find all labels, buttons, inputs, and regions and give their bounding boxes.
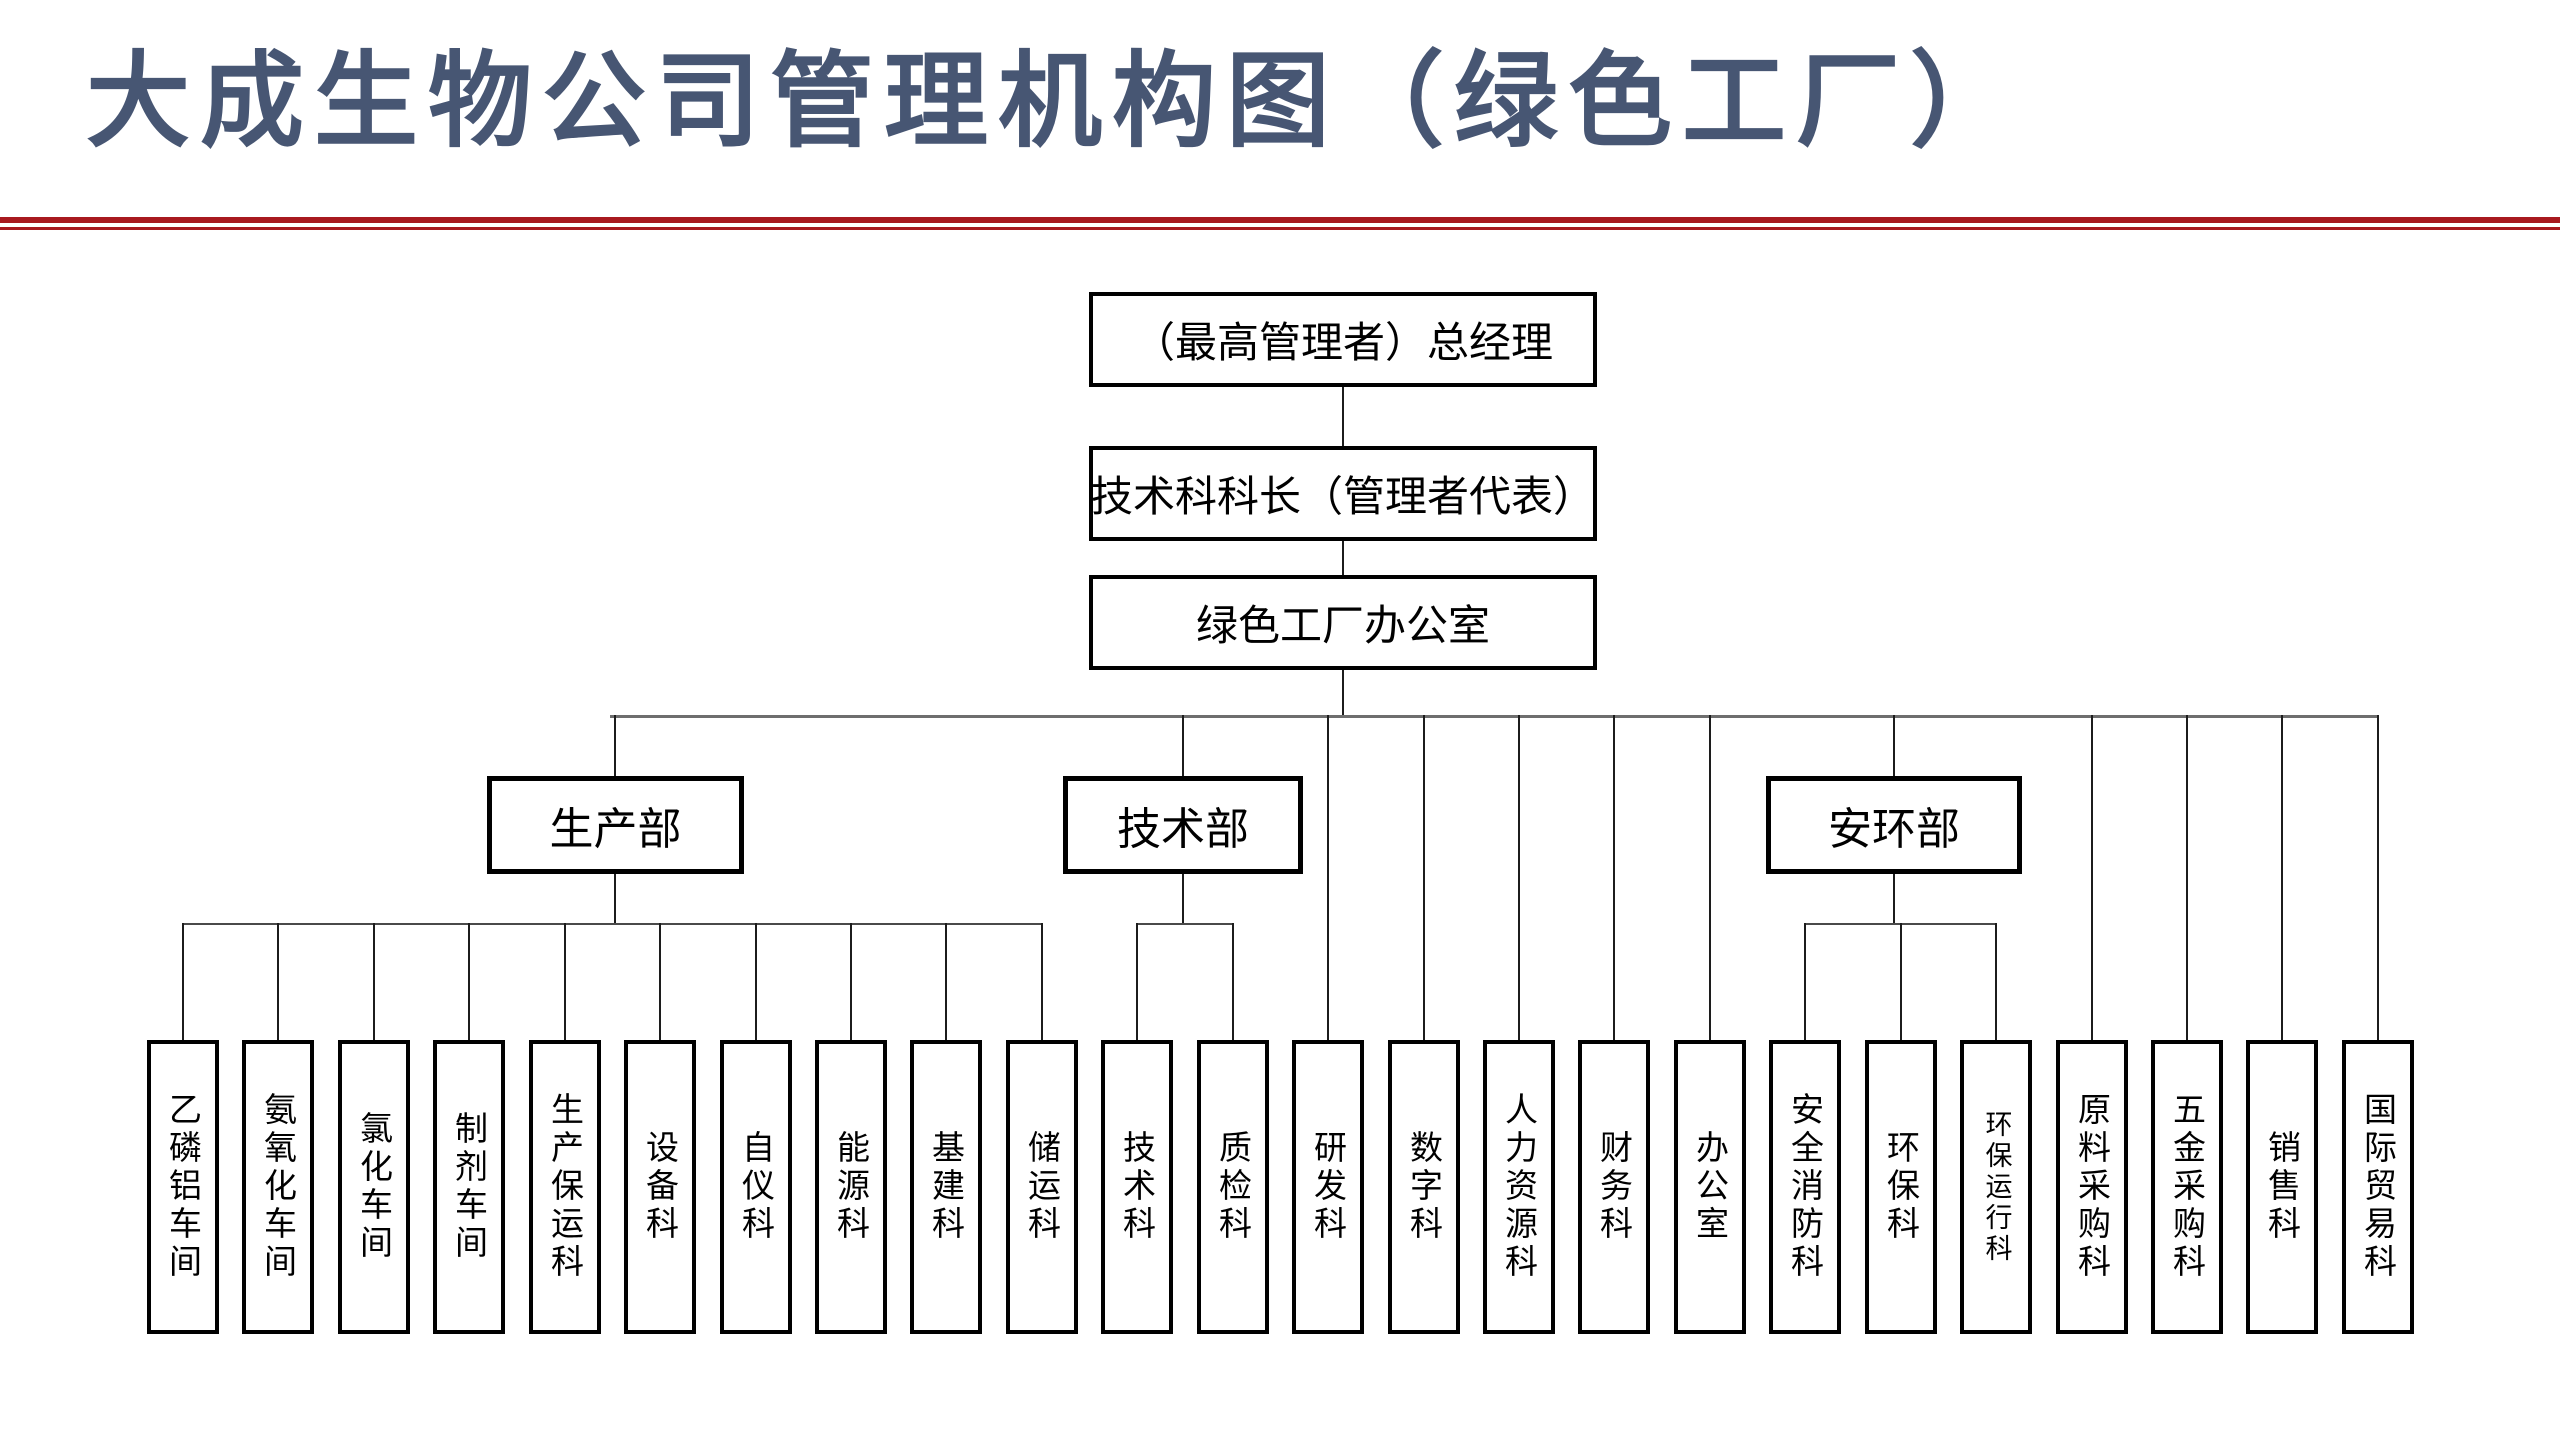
unit-label: 国际贸易科	[2359, 1092, 2397, 1282]
unit-box: 环保科	[1865, 1040, 1937, 1334]
unit-box: 国际贸易科	[2342, 1040, 2414, 1334]
connector-chain-2	[1342, 541, 1344, 575]
unit-label: 制剂车间	[450, 1111, 488, 1263]
unit-label: 生产保运科	[546, 1092, 584, 1282]
connector-unit-drop-long	[2281, 715, 2283, 1040]
connector-unit-drop	[1232, 923, 1234, 1040]
dept-production-label: 生产部	[549, 805, 682, 854]
unit-label: 研发科	[1309, 1130, 1347, 1244]
connector-unit-drop	[182, 923, 184, 1040]
unit-box: 数字科	[1388, 1040, 1460, 1334]
unit-label: 基建科	[927, 1130, 965, 1244]
unit-box: 人力资源科	[1483, 1040, 1555, 1334]
red-divider-thick	[0, 217, 2560, 223]
connector-unit-drop	[850, 923, 852, 1040]
unit-box: 基建科	[910, 1040, 982, 1334]
connector-safety-env-down	[1893, 874, 1895, 923]
unit-label: 财务科	[1595, 1130, 1633, 1244]
unit-label: 原料采购科	[2073, 1092, 2111, 1282]
unit-box: 原料采购科	[2056, 1040, 2128, 1334]
unit-label: 环保运行科	[1981, 1109, 2012, 1265]
connector-production-rail	[183, 923, 1043, 925]
connector-unit-drop	[755, 923, 757, 1040]
unit-label: 人力资源科	[1500, 1092, 1538, 1282]
connector-unit-drop-long	[1423, 715, 1425, 1040]
dept-technology-label: 技术部	[1117, 805, 1249, 854]
dept-safety-env-label: 安环部	[1828, 805, 1960, 854]
dept-box-technology: 技术部	[1063, 776, 1303, 874]
unit-box: 技术科	[1101, 1040, 1173, 1334]
connector-unit-drop	[277, 923, 279, 1040]
unit-label: 乙磷铝车间	[164, 1092, 202, 1282]
unit-label: 安全消防科	[1786, 1092, 1824, 1282]
connector-unit-drop-long	[2091, 715, 2093, 1040]
box-green-factory-office-label: 绿色工厂办公室	[1195, 602, 1490, 649]
connector-unit-drop-long	[2377, 715, 2379, 1040]
red-divider-thin	[0, 227, 2560, 230]
unit-box: 能源科	[815, 1040, 887, 1334]
connector-unit-drop-long	[1518, 715, 1520, 1040]
connector-unit-drop	[373, 923, 375, 1040]
unit-label: 销售科	[2263, 1130, 2301, 1244]
unit-label: 自仪科	[737, 1130, 775, 1244]
page-title: 大成生物公司管理机构图（绿色工厂）	[86, 45, 2025, 160]
connector-unit-drop-long	[2186, 715, 2188, 1040]
unit-label: 氨氧化车间	[259, 1092, 297, 1282]
connector-main-rail	[610, 715, 2379, 718]
unit-label: 环保科	[1882, 1130, 1920, 1244]
connector-technology-down	[1182, 874, 1184, 923]
box-manager-rep-label: 技术科科长（管理者代表）	[1091, 473, 1596, 520]
connector-drop-technology	[1182, 715, 1184, 776]
unit-label: 五金采购科	[2168, 1092, 2206, 1282]
unit-box: 财务科	[1578, 1040, 1650, 1334]
unit-label: 办公室	[1691, 1130, 1729, 1244]
connector-unit-drop	[1136, 923, 1138, 1040]
unit-box: 环保运行科	[1960, 1040, 2032, 1334]
connector-drop-production	[614, 715, 616, 776]
unit-box: 制剂车间	[433, 1040, 505, 1334]
connector-chain-1	[1342, 387, 1344, 446]
unit-label: 能源科	[832, 1130, 870, 1244]
unit-label: 技术科	[1118, 1130, 1156, 1244]
unit-box: 氯化车间	[338, 1040, 410, 1334]
unit-label: 设备科	[641, 1130, 679, 1244]
connector-unit-drop	[564, 923, 566, 1040]
unit-label: 氯化车间	[355, 1111, 393, 1263]
unit-box: 五金采购科	[2151, 1040, 2223, 1334]
box-manager-rep: 技术科科长（管理者代表）	[1089, 446, 1597, 541]
connector-unit-drop	[659, 923, 661, 1040]
dept-box-safety-env: 安环部	[1766, 776, 2022, 874]
connector-unit-drop-long	[1327, 715, 1329, 1040]
unit-box: 质检科	[1197, 1040, 1269, 1334]
unit-box: 生产保运科	[529, 1040, 601, 1334]
unit-box: 自仪科	[720, 1040, 792, 1334]
connector-production-down	[614, 874, 616, 923]
unit-box: 乙磷铝车间	[147, 1040, 219, 1334]
connector-unit-drop-long	[1709, 715, 1711, 1040]
unit-box: 销售科	[2246, 1040, 2318, 1334]
connector-unit-drop	[1804, 923, 1806, 1040]
connector-unit-drop	[468, 923, 470, 1040]
unit-box: 办公室	[1674, 1040, 1746, 1334]
connector-technology-rail	[1137, 923, 1234, 925]
box-top-manager-label: （最高管理者）总经理	[1132, 319, 1553, 366]
box-top-manager: （最高管理者）总经理	[1089, 292, 1597, 387]
unit-label: 储运科	[1023, 1130, 1061, 1244]
unit-box: 氨氧化车间	[242, 1040, 314, 1334]
box-green-factory-office: 绿色工厂办公室	[1089, 575, 1597, 670]
dept-box-production: 生产部	[487, 776, 744, 874]
connector-chain-3	[1342, 670, 1344, 716]
unit-label: 数字科	[1405, 1130, 1443, 1244]
connector-unit-drop	[1900, 923, 1902, 1040]
connector-unit-drop	[945, 923, 947, 1040]
unit-box: 储运科	[1006, 1040, 1078, 1334]
unit-box: 设备科	[624, 1040, 696, 1334]
connector-unit-drop	[1041, 923, 1043, 1040]
connector-unit-drop	[1995, 923, 1997, 1040]
unit-box: 研发科	[1292, 1040, 1364, 1334]
connector-drop-safety-env	[1893, 715, 1895, 776]
connector-unit-drop-long	[1613, 715, 1615, 1040]
unit-box: 安全消防科	[1769, 1040, 1841, 1334]
unit-label: 质检科	[1214, 1130, 1252, 1244]
